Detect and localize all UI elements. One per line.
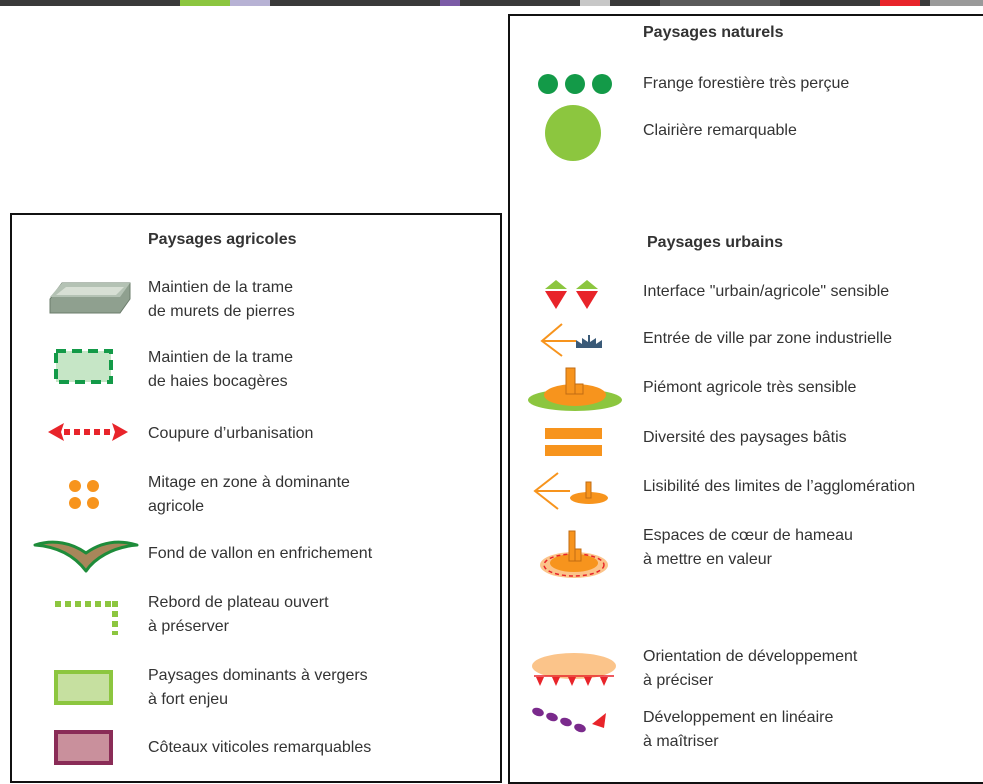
legend-label-hedgerow-line1: Maintien de la trame: [148, 349, 293, 366]
legend-label-agricultural-piedmont: Piémont agricole très sensible: [643, 379, 857, 396]
legend-panel-agricultural: Paysages agricoles Maintien de la trame …: [10, 213, 502, 783]
legend-title-urban: Paysages urbains: [647, 234, 784, 251]
plateau-edge-icon: [55, 601, 118, 635]
town-limits-icon: [533, 472, 608, 510]
legend-label-valley-floor: Fond de vallon en enfrichement: [148, 545, 373, 562]
map-fragment: [180, 0, 230, 6]
legend-label-built-diversity: Diversité des paysages bâtis: [643, 429, 847, 446]
legend-title-natural: Paysages naturels: [643, 24, 784, 41]
legend-label-stone-wall-line1: Maintien de la trame: [148, 279, 293, 296]
legend-label-development-orientation-line1: Orientation de développement: [643, 648, 858, 665]
map-edge-strip: [0, 0, 983, 6]
legend-label-urban-agri-interface: Interface "urbain/agricole" sensible: [643, 283, 890, 300]
legend-label-scattered-building-line1: Mitage en zone à dominante: [148, 474, 350, 491]
map-fragment: [440, 0, 460, 6]
map-fragment: [930, 0, 983, 6]
linear-development-icon: [532, 707, 606, 733]
built-diversity-icon: [545, 428, 602, 456]
legend-label-clearing: Clairière remarquable: [643, 122, 797, 139]
map-fragment: [660, 0, 780, 6]
industrial-entrance-icon: [540, 323, 602, 357]
map-fragment: [880, 0, 920, 6]
forest-fringe-icon: [538, 74, 612, 94]
legend-label-hamlet-core-line1: Espaces de cœur de hameau: [643, 527, 853, 544]
urban-break-icon: [48, 423, 128, 441]
vineyard-icon: [54, 730, 113, 765]
legend-label-stone-wall-line2: de murets de pierres: [148, 303, 295, 320]
hamlet-core-icon: [540, 530, 608, 578]
legend-label-forest-fringe: Frange forestière très perçue: [643, 75, 850, 92]
orchard-icon: [54, 670, 113, 705]
urban-agri-interface-icon: [545, 280, 598, 309]
scattered-building-icon: [69, 480, 99, 509]
legend-label-town-limits: Lisibilité des limites de l’agglomératio…: [643, 478, 916, 495]
valley-floor-icon: [33, 540, 139, 573]
legend-title-agricultural: Paysages agricoles: [148, 231, 297, 248]
stone-wall-icon: [49, 282, 131, 314]
legend-label-linear-development-line1: Développement en linéaire: [643, 709, 834, 726]
legend-label-development-orientation-line2: à préciser: [643, 672, 714, 689]
legend-label-linear-development-line2: à maîtriser: [643, 733, 719, 750]
legend-label-industrial-entrance: Entrée de ville par zone industrielle: [643, 330, 893, 347]
agricultural-piedmont-icon: [528, 367, 622, 411]
development-orientation-icon: [532, 653, 616, 686]
hedgerow-icon: [54, 349, 113, 384]
legend-label-hamlet-core-line2: à mettre en valeur: [643, 551, 772, 568]
legend-panel-natural-urban: Paysages naturels Frange forestière très…: [508, 14, 983, 784]
legend-label-hedgerow-line2: de haies bocagères: [148, 373, 288, 390]
legend-label-scattered-building-line2: agricole: [148, 498, 205, 515]
legend-label-urban-break: Coupure d’urbanisation: [148, 425, 314, 442]
clearing-icon: [545, 105, 601, 161]
legend-label-orchard-line1: Paysages dominants à vergers: [148, 667, 368, 684]
legend-label-plateau-edge-line2: à préserver: [148, 618, 229, 635]
map-fragment: [230, 0, 270, 6]
legend-label-plateau-edge-line1: Rebord de plateau ouvert: [148, 594, 329, 611]
map-fragment: [580, 0, 610, 6]
legend-label-vineyard: Côteaux viticoles remarquables: [148, 739, 372, 756]
legend-label-orchard-line2: à fort enjeu: [148, 691, 229, 708]
